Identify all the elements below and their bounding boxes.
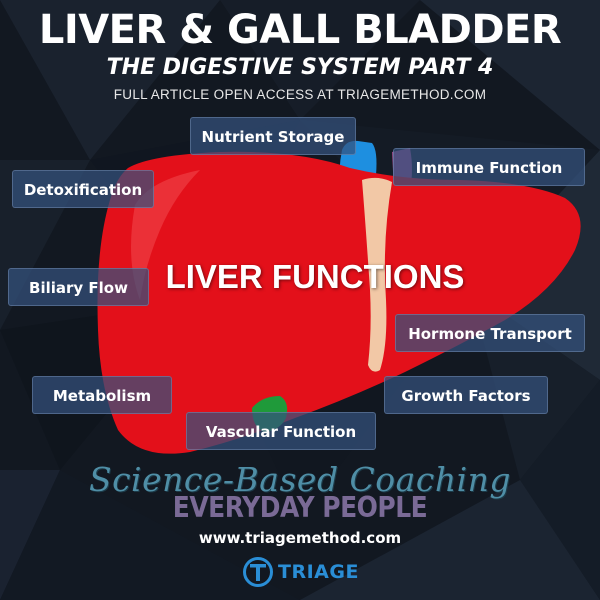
triage-logo[interactable]: TRIAGE: [242, 555, 359, 589]
pill-hormone-transport[interactable]: Hormone Transport: [395, 314, 585, 352]
pill-vascular-function[interactable]: Vascular Function: [186, 412, 376, 450]
slogan-script: Science-Based Coaching: [88, 460, 512, 499]
slogan-sub: EVERYDAY PEOPLE: [172, 490, 428, 525]
pill-detoxification[interactable]: Detoxification: [12, 170, 154, 208]
center-label: LIVER FUNCTIONS: [165, 258, 465, 295]
page-title: LIVER & GALL BLADDER: [38, 7, 562, 53]
pill-nutrient-storage[interactable]: Nutrient Storage: [190, 117, 356, 155]
page-subtitle: THE DIGESTIVE SYSTEM PART 4: [106, 55, 494, 80]
triage-logo-icon: [243, 557, 273, 587]
pill-immune-function[interactable]: Immune Function: [393, 148, 585, 186]
pill-metabolism[interactable]: Metabolism: [32, 376, 172, 414]
pill-growth-factors[interactable]: Growth Factors: [384, 376, 548, 414]
liver-shape: [97, 151, 581, 454]
logo-text: TRIAGE: [278, 561, 359, 583]
website-link[interactable]: www.triagemethod.com: [198, 529, 402, 547]
ligament-shape: [362, 177, 392, 372]
article-tagline: FULL ARTICLE OPEN ACCESS AT TRIAGEMETHOD…: [113, 87, 487, 102]
pill-biliary-flow[interactable]: Biliary Flow: [8, 268, 149, 306]
